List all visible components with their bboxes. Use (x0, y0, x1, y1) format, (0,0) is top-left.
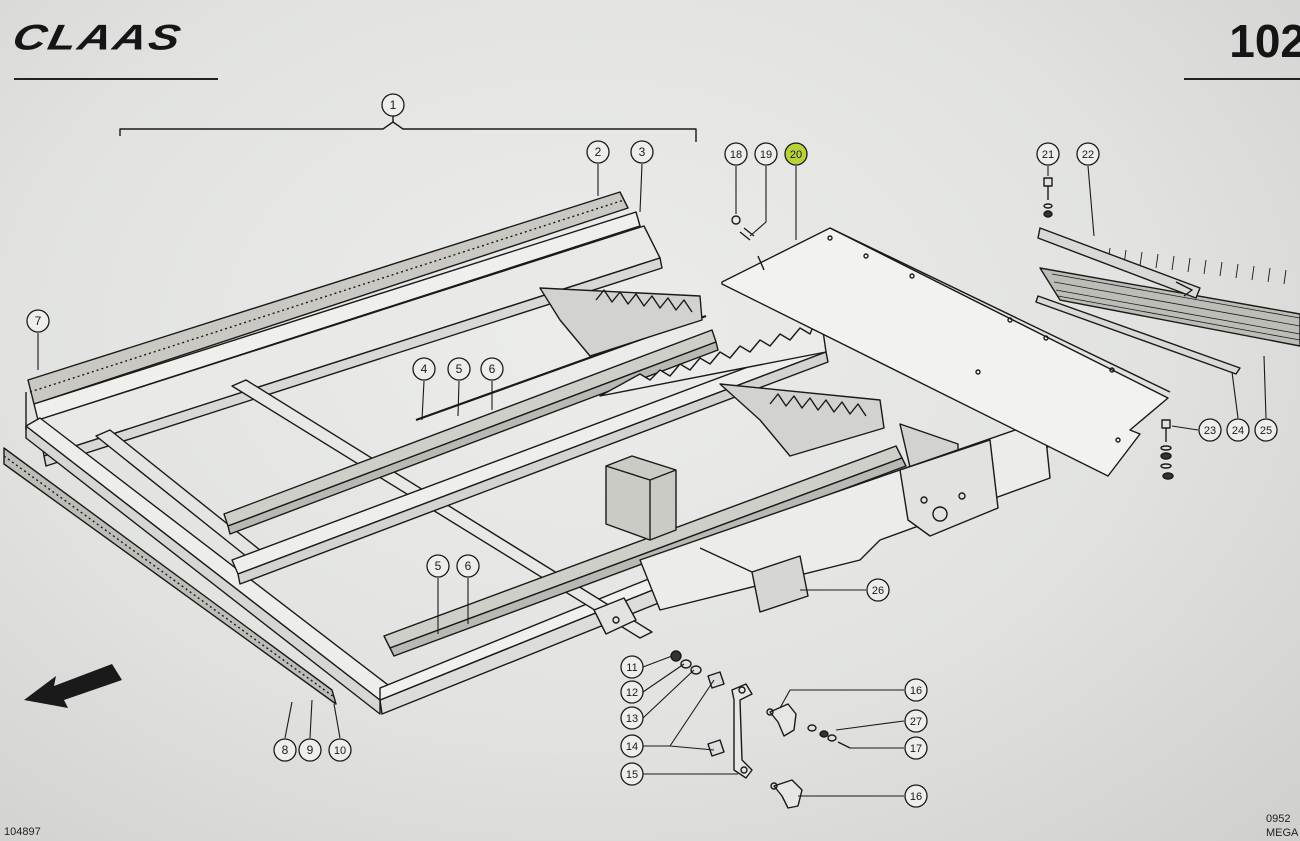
callout-25: 25 (1254, 418, 1278, 442)
callout-label: 14 (626, 741, 638, 753)
callout-10: 10 (328, 738, 352, 762)
callout-8: 8 (273, 738, 297, 762)
callout-12: 12 (620, 680, 644, 704)
lower-bracket (593, 597, 637, 635)
callout-7: 7 (26, 309, 50, 333)
callout-13: 13 (620, 706, 644, 730)
callout-6: 6 (456, 554, 480, 578)
callout-16: 16 (904, 678, 928, 702)
callout-4: 4 (412, 357, 436, 381)
callout-label: 8 (282, 743, 289, 757)
header-rule-right (1184, 78, 1300, 80)
page-number: 102 (1229, 15, 1300, 67)
callout-label: 20 (790, 149, 802, 161)
callout-20: 20 (784, 142, 808, 166)
callout-24: 24 (1226, 418, 1250, 442)
callout-3: 3 (630, 140, 654, 164)
callout-label: 5 (456, 362, 463, 376)
reference-code: 0952 MEGA (1266, 813, 1299, 839)
callout-9: 9 (298, 738, 322, 762)
front-mat-strip (27, 191, 629, 405)
callout-label: 12 (626, 687, 638, 699)
callout-18: 18 (724, 142, 748, 166)
assembly-bracket (119, 121, 697, 142)
rear-side-frame (639, 419, 1051, 611)
callout-label: 6 (489, 362, 496, 376)
callout-1: 1 (381, 93, 405, 117)
callout-19: 19 (754, 142, 778, 166)
callout-label: 11 (626, 662, 637, 674)
callout-label: 16 (910, 685, 922, 697)
grain-pan-steps (539, 287, 959, 477)
callout-label: 4 (421, 362, 428, 376)
callout-2: 2 (586, 140, 610, 164)
hardware-18-19 (731, 215, 765, 271)
callout-label: 15 (626, 769, 638, 781)
callout-label: 5 (435, 559, 442, 573)
callout-5: 5 (426, 554, 450, 578)
bolt-stack-23 (1160, 419, 1174, 480)
callout-label: 27 (910, 716, 922, 728)
callout-label: 7 (35, 314, 42, 328)
callout-label: 3 (639, 145, 646, 159)
direction-arrow-icon (24, 664, 122, 708)
callout-16: 16 (904, 784, 928, 808)
callout-label: 18 (730, 149, 742, 161)
callout-label: 13 (626, 713, 638, 725)
callout-label: 2 (595, 145, 602, 159)
callout-label: 16 (910, 791, 922, 803)
cross-beam-block (605, 455, 677, 541)
callout-21: 21 (1036, 142, 1060, 166)
callout-17: 17 (904, 736, 928, 760)
callout-label: 25 (1260, 425, 1272, 437)
callout-22: 22 (1076, 142, 1100, 166)
callout-label: 19 (760, 149, 772, 161)
top-rail (33, 211, 663, 467)
callout-label: 17 (910, 743, 922, 755)
callout-leaders (37, 163, 1267, 797)
callout-11: 11 (620, 655, 644, 679)
upper-sieve-rail (223, 314, 719, 535)
support-beam (699, 547, 809, 613)
header-rule-left (14, 78, 218, 80)
callout-label: 10 (334, 745, 346, 757)
linkage-parts (670, 650, 851, 809)
callout-label: 1 (390, 98, 397, 112)
callout-15: 15 (620, 762, 644, 786)
left-outer-rail (3, 447, 337, 705)
callout-label: 6 (465, 559, 472, 573)
drawing-number: 104897 (4, 826, 41, 838)
cover-plate (721, 227, 1171, 477)
bolt-stack-21 (1043, 177, 1053, 218)
callout-label: 21 (1042, 149, 1054, 161)
callout-26: 26 (866, 578, 890, 602)
callout-5: 5 (447, 357, 471, 381)
callout-label: 23 (1204, 425, 1216, 437)
callout-label: 22 (1082, 149, 1094, 161)
callout-27: 27 (904, 709, 928, 733)
callout-23: 23 (1198, 418, 1222, 442)
sawtooth-divider (599, 309, 827, 397)
callout-6: 6 (480, 357, 504, 381)
callout-label: 9 (307, 743, 314, 757)
callout-label: 24 (1232, 425, 1244, 437)
callout-label: 26 (872, 585, 884, 597)
sieve-grid (1035, 227, 1300, 375)
callout-14: 14 (620, 734, 644, 758)
